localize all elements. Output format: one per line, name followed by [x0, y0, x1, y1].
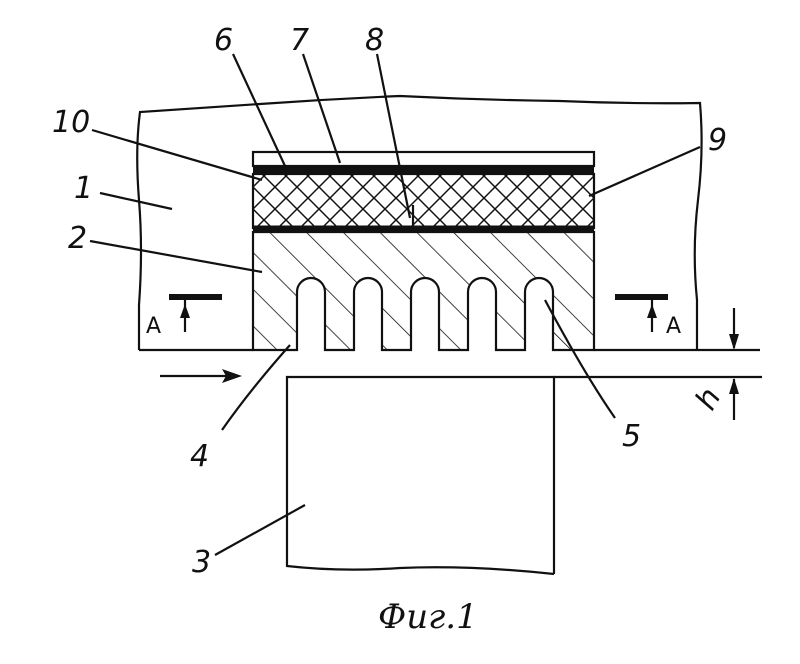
label-part-2: 2 — [68, 221, 87, 256]
label-part-7: 7 — [290, 23, 309, 58]
block-3 — [287, 377, 554, 574]
element-2-hatched — [253, 232, 594, 350]
label-part-8: 8 — [365, 23, 384, 58]
dim-arrow-top-head — [729, 334, 739, 350]
section-mark-right — [615, 297, 668, 332]
section-label-right: A — [666, 314, 681, 339]
label-part-5: 5 — [622, 419, 641, 454]
dim-arrow-bottom-head — [729, 378, 739, 394]
label-part-9: 9 — [708, 123, 727, 158]
figure-caption: Фиг.1 — [378, 597, 478, 637]
layer-6-crosshatched — [253, 174, 594, 228]
label-part-6: 6 — [214, 23, 233, 58]
section-label-left: A — [146, 314, 161, 339]
label-part-1: 1 — [74, 171, 93, 206]
label-part-4: 4 — [190, 439, 209, 474]
dimension-label-h: h — [689, 382, 729, 416]
section-mark-left — [169, 297, 222, 332]
label-part-10: 10 — [52, 105, 90, 140]
top-plate — [253, 152, 594, 166]
label-part-3: 3 — [192, 545, 211, 580]
